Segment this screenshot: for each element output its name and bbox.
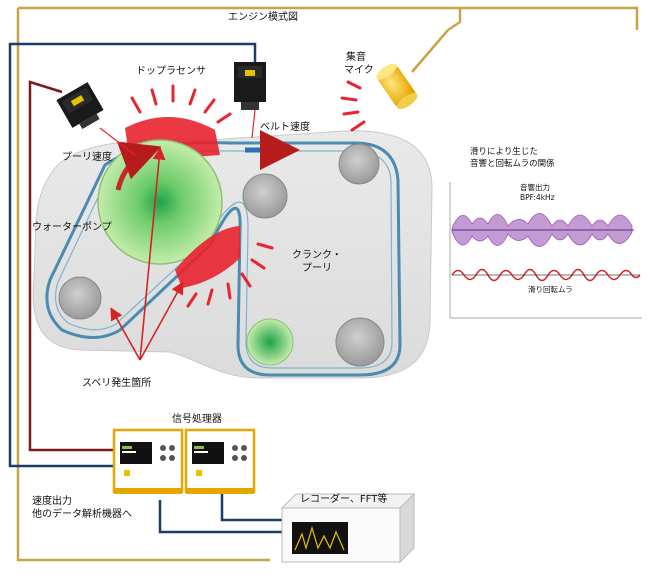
signal-processor-1-icon	[112, 428, 184, 494]
speed-output-label-2: 他のデータ解析機器へ	[32, 509, 132, 520]
mic-label-1: 集音	[346, 52, 366, 63]
graph-title-2: 音響と回転ムラの関係	[470, 159, 555, 169]
frame-border-left	[16, 8, 270, 562]
frame-border	[18, 6, 639, 30]
frame-title: エンジン模式図	[228, 12, 298, 23]
graph-panel	[449, 182, 642, 319]
laser-line-right	[251, 109, 256, 139]
cable-speed-out	[158, 500, 295, 534]
belt-outer	[45, 141, 402, 377]
slip-points-label: スベリ発生箇所	[82, 378, 152, 389]
cable-recorder	[220, 492, 295, 522]
pulley-speed-label: プーリ速度	[62, 152, 112, 163]
doppler-sensor-right-icon	[234, 62, 266, 110]
recorder-icon	[280, 492, 416, 564]
water-pump-label: ウォーターポンプ	[32, 222, 112, 233]
signal-processor-label: 信号処理器	[172, 414, 222, 425]
sound-output-label-2: BPF:4kHz	[520, 193, 555, 202]
hotspot-crank	[175, 226, 240, 288]
speed-output-label-1: 速度出力	[32, 496, 72, 507]
mic-sound-lines	[340, 80, 366, 132]
belt-speed-label: ベルト速度	[260, 122, 310, 133]
cable-blue-sensor	[8, 42, 257, 468]
crank-pulley-small	[246, 318, 294, 366]
crank-label-1: クランク・	[292, 250, 342, 261]
frame-top-link	[447, 8, 462, 32]
doppler-sensor-left-icon	[56, 82, 104, 130]
microphone-icon	[376, 63, 418, 110]
tension-pulley	[338, 143, 380, 185]
idler-pulley-right	[335, 317, 385, 367]
crank-label-2: プーリ	[302, 263, 332, 274]
idler-pulley-left	[58, 276, 102, 320]
sound-output-label-1: 音響出力	[520, 183, 550, 192]
emission-lines-crank	[186, 242, 274, 308]
mic-cable	[411, 29, 449, 73]
emission-lines-top	[130, 84, 232, 124]
cable-red-sensor	[28, 80, 118, 452]
slip-rotation-label: 滑り回転ムラ	[528, 285, 573, 294]
graph-title-1: 滑りにより生じた	[470, 147, 538, 157]
recorder-label: レコーダー、FFT等	[300, 494, 388, 505]
belt-inner	[55, 150, 393, 369]
mic-label-2: マイク	[344, 65, 374, 76]
signal-processor-2-icon	[184, 428, 256, 494]
laser-line-left	[99, 127, 136, 156]
idler-pulley-top	[242, 173, 288, 219]
slip-point-arrows	[110, 146, 184, 361]
rotation-arrow	[115, 141, 162, 191]
doppler-sensor-label: ドップラセンサ	[136, 66, 206, 77]
